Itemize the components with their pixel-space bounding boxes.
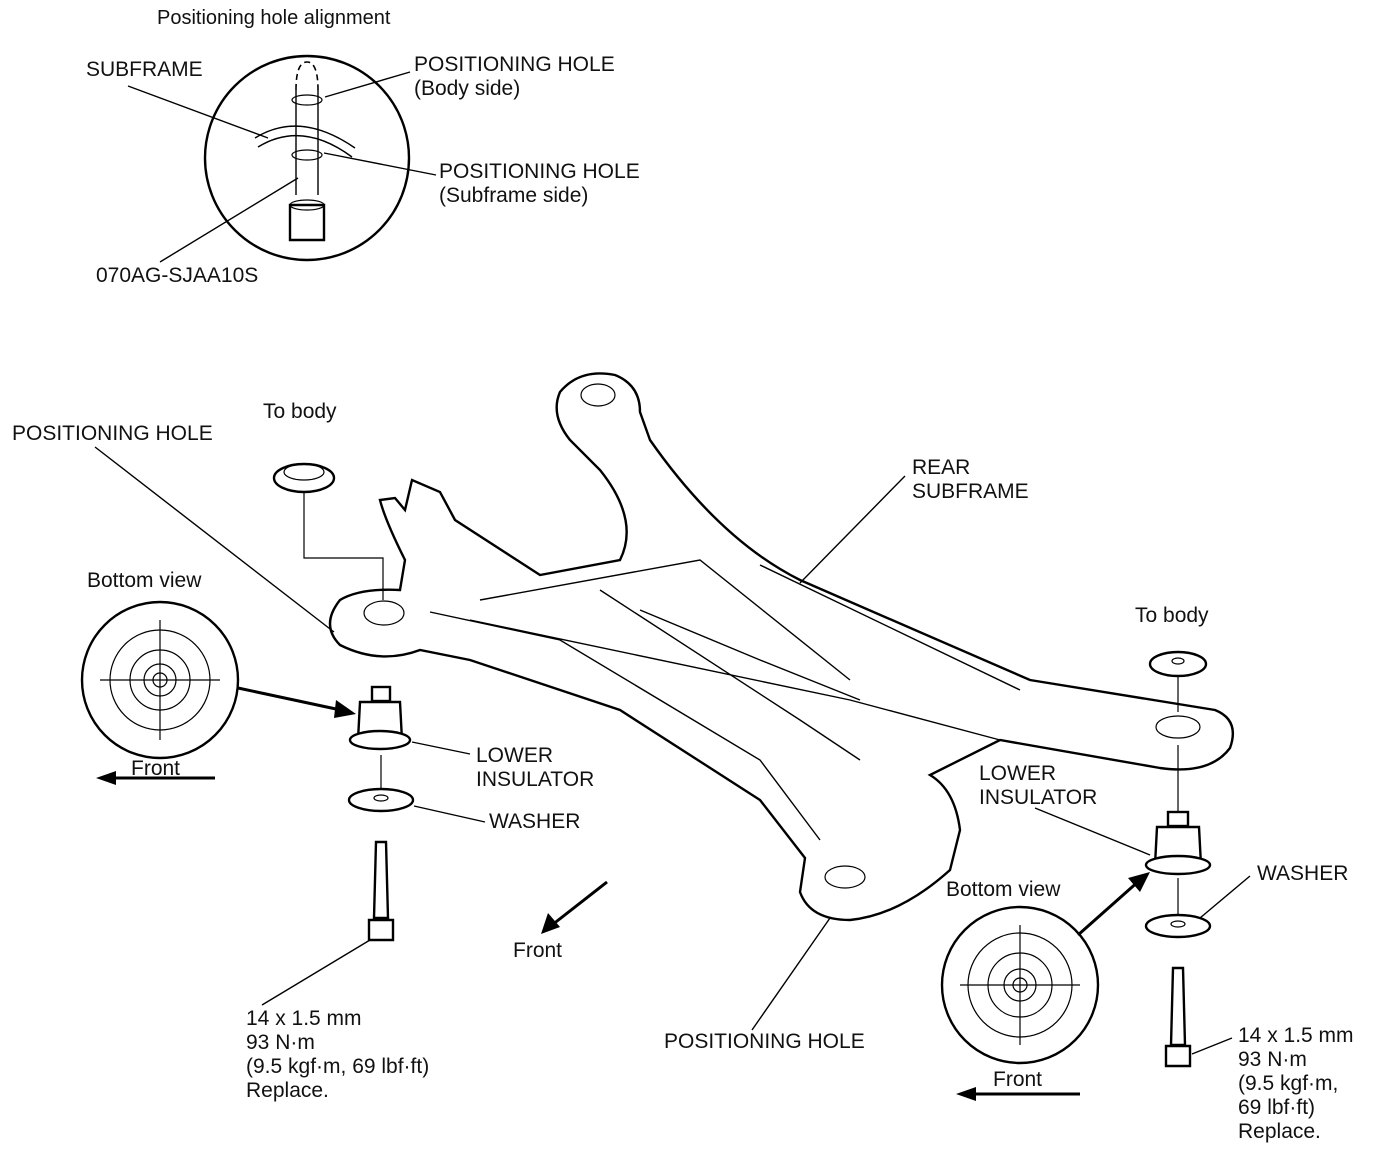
- label-center-positioning-hole: POSITIONING HOLE: [664, 1030, 865, 1053]
- rear-subframe: [328, 372, 1235, 922]
- left-bottom-view: [80, 600, 240, 760]
- leader-hole-body: [324, 71, 411, 98]
- label-left-washer: WASHER: [489, 810, 581, 833]
- leader-hole-subframe: [323, 152, 437, 176]
- label-positioning-hole-body: POSITIONING HOLE(Body side): [414, 53, 615, 100]
- leader-center-positioning-hole: [751, 917, 831, 1031]
- callout-detail: [203, 54, 411, 262]
- label-left-to-body: To body: [263, 400, 337, 423]
- leader-left-bolt: [261, 939, 371, 1006]
- label-right-front: Front: [993, 1068, 1043, 1091]
- label-right-bottom-view: Bottom view: [946, 878, 1061, 901]
- label-left-positioning-hole: POSITIONING HOLE: [12, 422, 213, 445]
- leader-rear-subframe: [799, 475, 906, 584]
- leader-right-bolt: [1191, 1037, 1233, 1055]
- left-view-arrow: [237, 686, 351, 714]
- callout-title: Positioning hole alignment: [157, 7, 391, 29]
- right-mount: [1144, 650, 1212, 1068]
- leader-left-positioning-hole: [94, 446, 335, 633]
- leader-left-washer: [413, 805, 486, 823]
- label-left-front: Front: [131, 757, 181, 780]
- leader-left-insulator: [411, 741, 471, 755]
- left-mount: [272, 462, 415, 942]
- center-front-arrow: [551, 880, 608, 927]
- leader-subframe: [127, 85, 269, 139]
- label-center-front: Front: [513, 939, 563, 962]
- label-subframe: SUBFRAME: [86, 58, 203, 81]
- leader-tool: [159, 177, 299, 263]
- right-bottom-view: [940, 905, 1100, 1065]
- label-right-to-body: To body: [1135, 604, 1209, 627]
- label-tool-number: 070AG-SJAA10S: [96, 264, 259, 287]
- label-positioning-hole-subframe: POSITIONING HOLE(Subframe side): [439, 160, 640, 207]
- label-right-washer: WASHER: [1257, 862, 1349, 885]
- label-left-bottom-view: Bottom view: [87, 569, 202, 592]
- right-view-arrow: [1077, 878, 1141, 937]
- leader-right-washer: [1199, 875, 1251, 919]
- leader-right-insulator: [1034, 807, 1151, 856]
